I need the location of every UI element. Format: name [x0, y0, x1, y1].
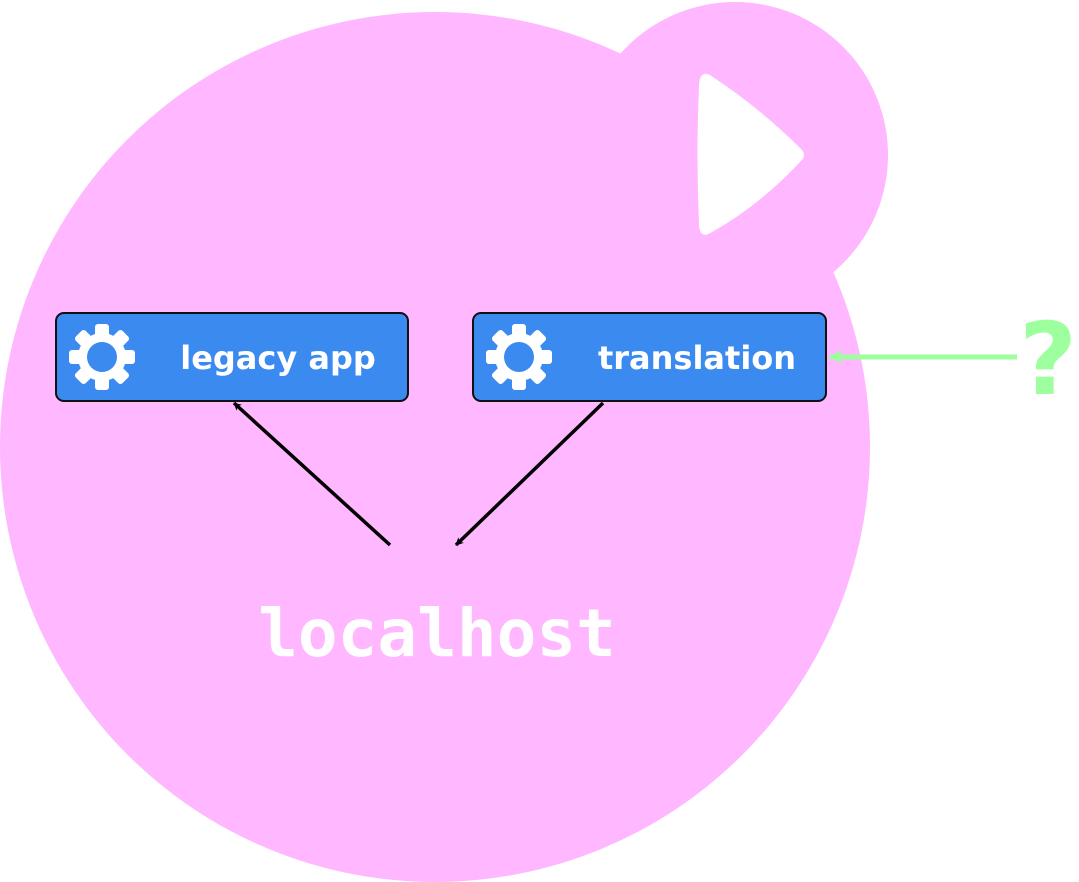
edge-localhost-to-legacy-app: [232, 401, 392, 547]
service-box-legacy-app-frame: [55, 312, 409, 402]
service-label-translation: translation: [598, 339, 796, 377]
gear-icon: [69, 324, 135, 390]
localhost-host: [0, 2, 888, 882]
play-bubble-icon: [582, 2, 888, 308]
edge-translation-to-localhost: [454, 401, 605, 547]
host-label: localhost: [258, 595, 616, 672]
service-box-translation[interactable]: translation: [472, 312, 827, 402]
external-unknown-label: ?: [1019, 301, 1077, 418]
gear-icon: [486, 324, 552, 390]
service-label-legacy-app: legacy app: [180, 339, 376, 377]
service-box-legacy-app[interactable]: legacy app: [55, 312, 409, 402]
service-box-translation-frame: [472, 312, 827, 402]
